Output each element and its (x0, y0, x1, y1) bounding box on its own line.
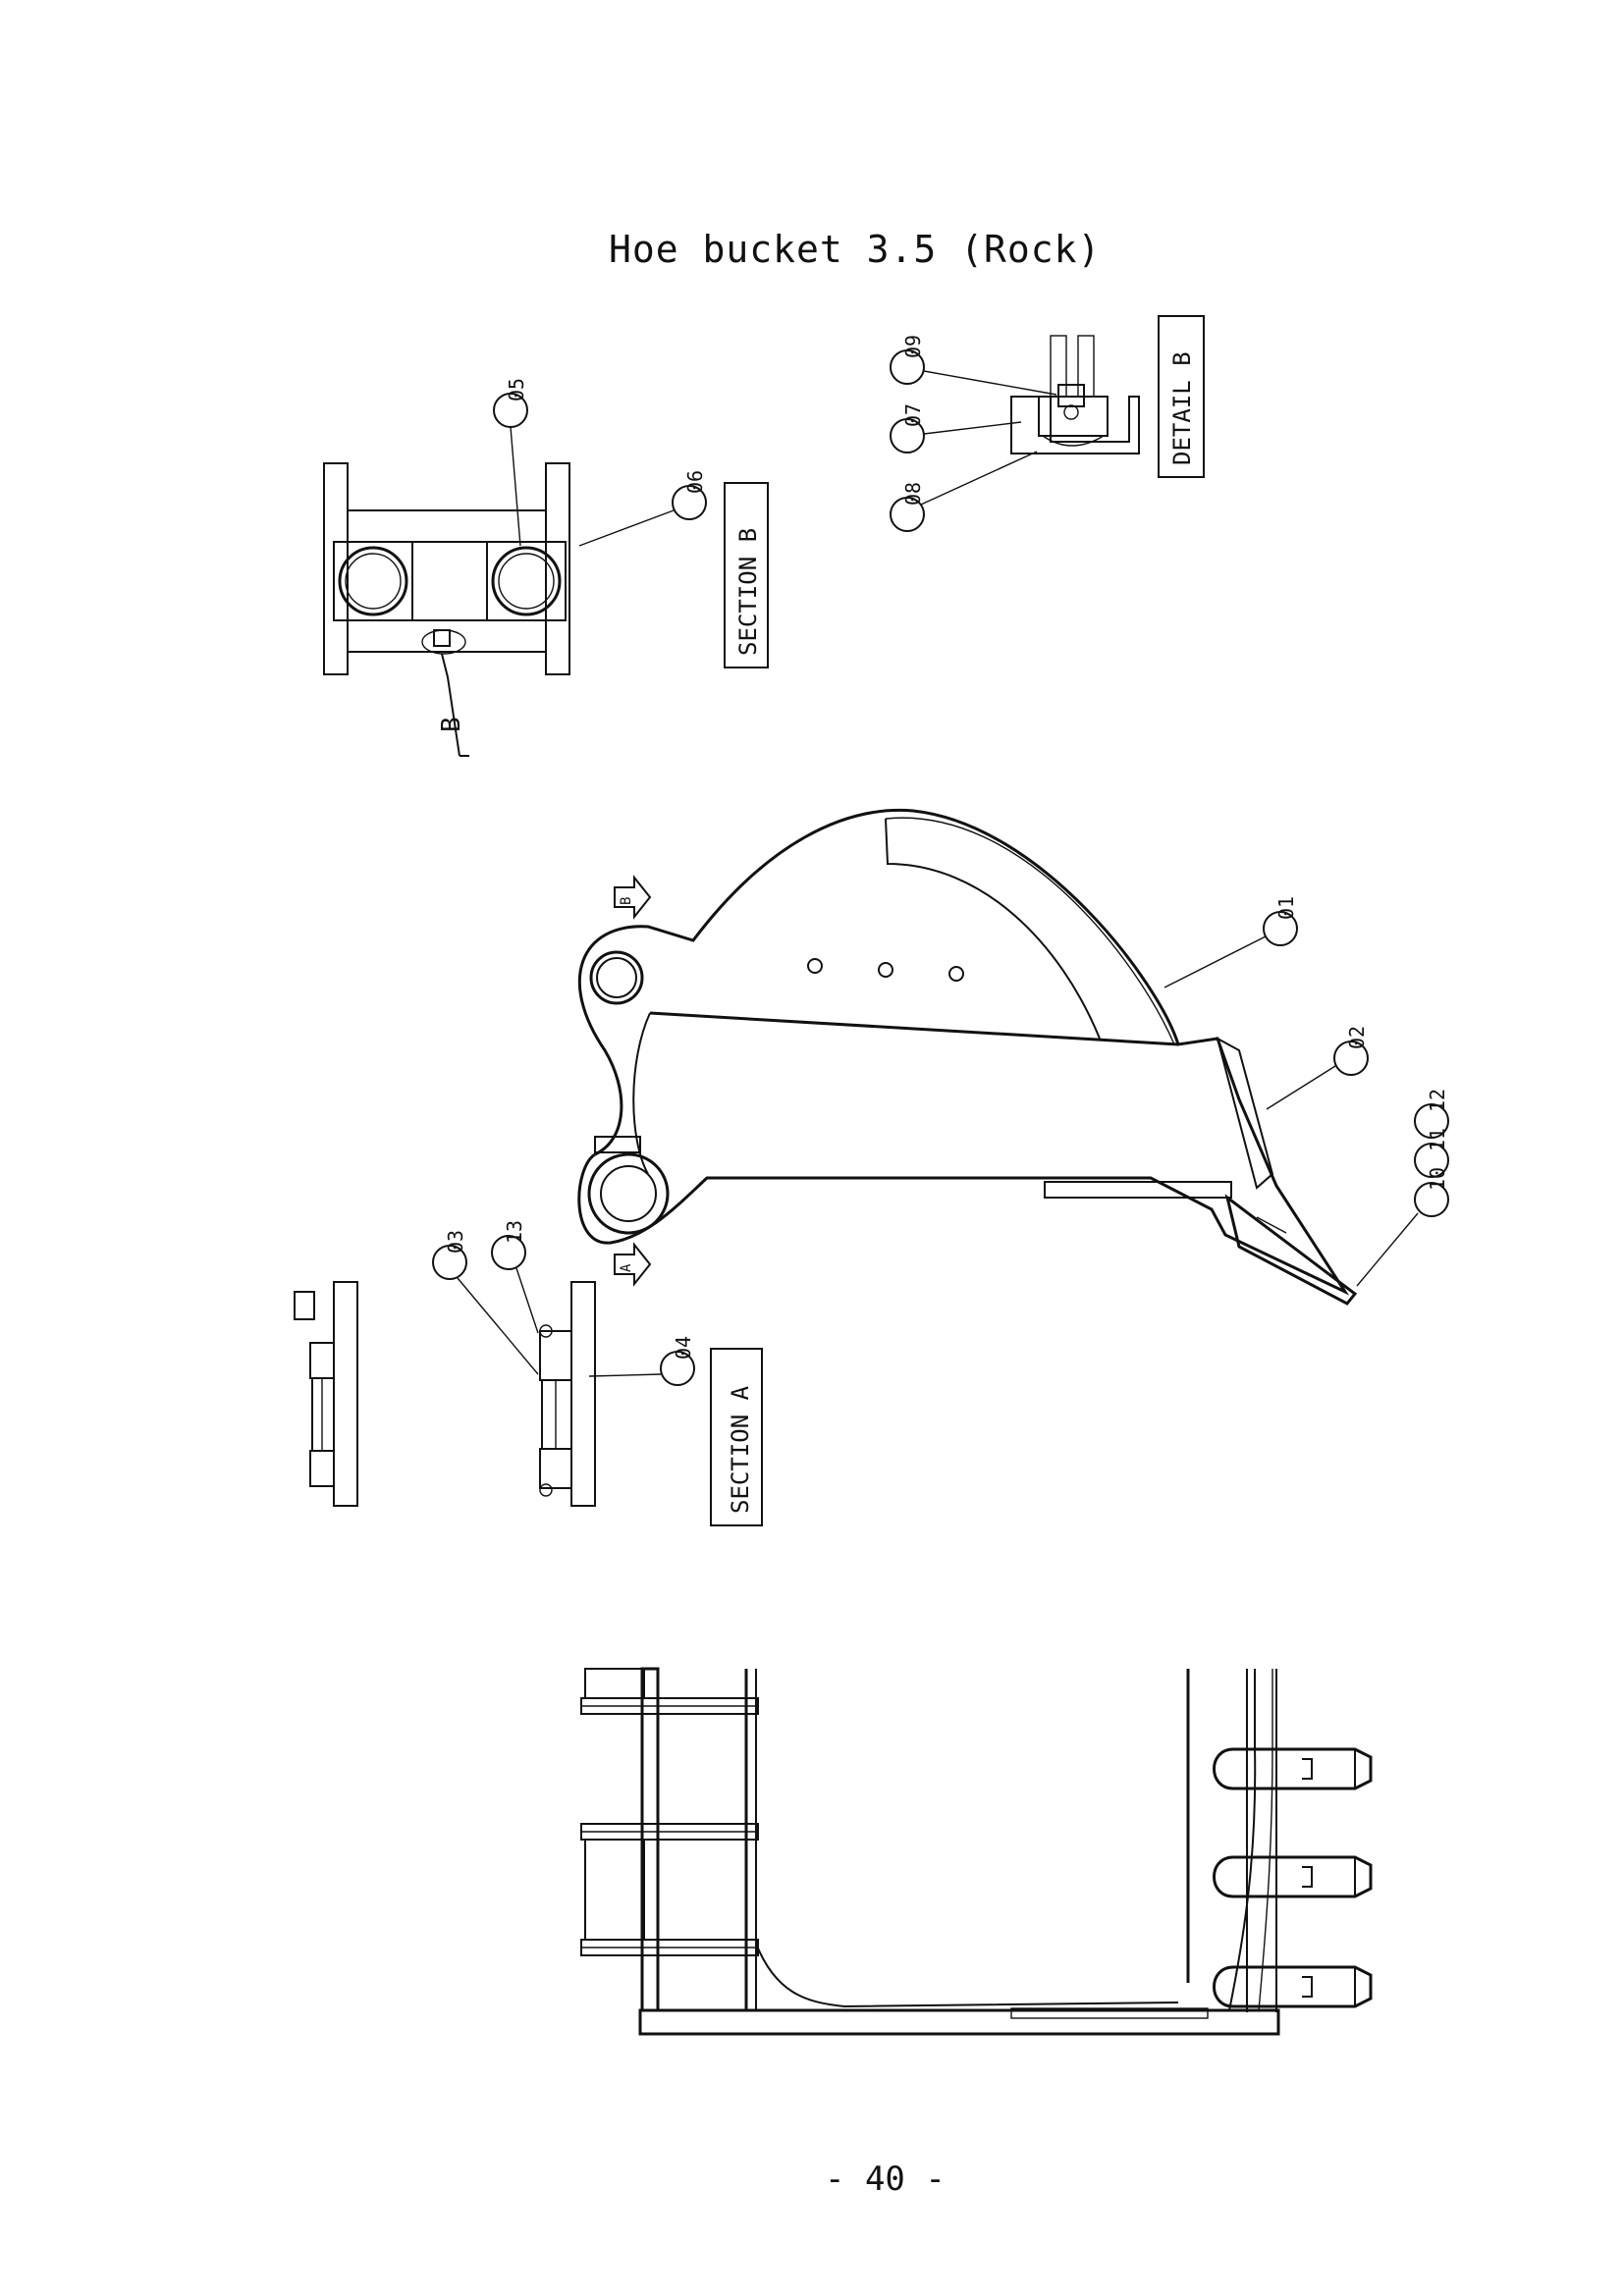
section-a-label-box: SECTION A (710, 1348, 763, 1526)
detail-b-view (1010, 335, 1140, 454)
bucket-side-view: B A (577, 808, 1358, 1306)
callout-08-label: 08 (901, 482, 925, 506)
arrow-a-label: A (619, 1263, 634, 1272)
callout-09: 09 (890, 335, 1057, 396)
page-number: - 40 - (825, 2160, 946, 2199)
section-b-label: SECTION B (734, 528, 762, 656)
callout-03-label: 03 (444, 1230, 467, 1254)
drawing-title: Hoe bucket 3.5 (Rock) (609, 228, 1102, 271)
arrow-b-label: B (619, 897, 634, 905)
callout-04: 04 (588, 1336, 695, 1386)
tooth-2 (1213, 1855, 1373, 1898)
arrow-a: A (614, 1242, 652, 1287)
detail-b-label: DETAIL B (1168, 351, 1196, 465)
callout-12-label: 12 (1426, 1089, 1449, 1112)
callout-02: 02 (1266, 1026, 1369, 1110)
arrow-b: B (614, 875, 652, 920)
callout-10-label: 10 (1426, 1167, 1449, 1191)
callout-10-11-12: 12 11 10 (1356, 1089, 1449, 1287)
callout-05-label: 05 (505, 378, 528, 401)
bucket-front-view (580, 1667, 1373, 2036)
callout-06-label: 06 (683, 470, 707, 494)
tooth-3 (1213, 1965, 1373, 2008)
callout-02-label: 02 (1345, 1026, 1369, 1049)
callout-08: 08 (890, 451, 1038, 532)
section-a-view-right (539, 1281, 596, 1507)
callout-07: 07 (890, 403, 1022, 454)
section-b-view: B (323, 462, 570, 757)
section-b-detail-marker: B (437, 717, 466, 732)
tooth-1 (1213, 1747, 1373, 1790)
callout-11-label: 11 (1426, 1128, 1449, 1151)
callout-07-label: 07 (901, 403, 925, 427)
callout-03: 03 (432, 1230, 539, 1375)
callout-13-label: 13 (503, 1220, 526, 1244)
section-a-label: SECTION A (727, 1385, 754, 1514)
callout-05: 05 (493, 378, 528, 547)
callout-06: 06 (578, 470, 707, 547)
detail-b-label-box: DETAIL B (1158, 315, 1205, 478)
callout-09-label: 09 (901, 335, 925, 358)
callout-04-label: 04 (672, 1336, 695, 1360)
callout-01-label: 01 (1274, 896, 1298, 920)
callout-01: 01 (1163, 896, 1298, 988)
callout-13: 13 (491, 1220, 539, 1334)
section-b-label-box: SECTION B (724, 482, 769, 668)
section-a-view-left (294, 1281, 358, 1507)
